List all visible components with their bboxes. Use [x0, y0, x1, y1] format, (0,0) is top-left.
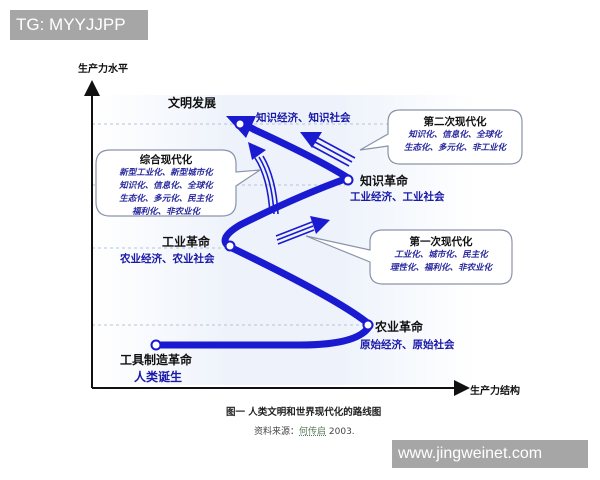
node-tool-revolution — [150, 339, 162, 351]
first-arrowhead — [310, 216, 330, 234]
bubble-second: 第二次现代化 知识化、信息化、全球化 生态化、多元化、非工业化 — [388, 114, 522, 155]
integrated-modernization-arrow — [254, 155, 279, 215]
agricultural-revolution-subtitle: 原始经济、原始社会 — [360, 339, 455, 351]
bubble-second-shape — [359, 109, 523, 165]
node-industrial-revolution — [224, 240, 236, 252]
figure-source: 资料来源：何传启 2003. — [254, 424, 355, 437]
bubble-first-line: 工业化、城市化、民主化 — [394, 250, 488, 260]
knowledge-revolution-title: 知识革命 — [360, 174, 409, 188]
agricultural-revolution-title: 农业革命 — [375, 320, 424, 334]
bubble-first-shape — [305, 229, 513, 285]
source-year: 2003. — [328, 427, 355, 437]
civilization-title: 文明发展 — [168, 96, 217, 110]
node-agricultural-revolution — [362, 319, 374, 331]
axes — [84, 80, 470, 396]
node-civilization — [234, 118, 246, 130]
watermark-top: TG: MYYJJPP — [10, 10, 148, 40]
figure-caption: 图一 人类文明和世界现代化的路线图 — [226, 407, 382, 418]
bubble-first: 第一次现代化 工业化、城市化、民主化 理性化、福利化、非农业化 — [370, 234, 512, 275]
bubble-first-line: 理性化、福利化、非农业化 — [389, 263, 492, 273]
bubble-integrated-line: 知识化、信息化、全球化 — [119, 181, 213, 191]
bubble-integrated-title: 综合现代化 — [139, 154, 193, 166]
bubble-integrated: 综合现代化 新型工业化、新型城市化 知识化、信息化、全球化 生态化、多元化、民主… — [96, 152, 236, 219]
bubble-integrated-line: 福利化、非农业化 — [131, 207, 200, 217]
industrial-revolution-title: 工业革命 — [162, 235, 211, 249]
second-arrowhead — [300, 132, 322, 148]
source-prefix: 资料来源： — [254, 427, 300, 437]
node-knowledge-revolution — [342, 174, 354, 186]
second-modernization-arrow — [311, 137, 356, 167]
bubble-second-line: 生态化、多元化、非工业化 — [403, 143, 506, 153]
industrial-revolution-subtitle: 农业经济、农业社会 — [120, 253, 215, 265]
first-modernization-arrow — [275, 221, 315, 245]
knowledge-revolution-subtitle: 工业经济、工业社会 — [350, 191, 445, 203]
civilization-subtitle: 知识经济、知识社会 — [256, 112, 351, 124]
y-axis-label: 生产力水平 — [78, 64, 128, 75]
bubble-first-title: 第一次现代化 — [409, 236, 473, 248]
tool-revolution-title: 工具制造革命 — [120, 353, 193, 367]
bubble-second-title: 第二次现代化 — [423, 116, 487, 128]
bubble-integrated-line: 生态化、多元化、民主化 — [119, 194, 213, 204]
source-author: 何传启 — [299, 427, 327, 437]
watermark-bottom: www.jingweinet.com — [392, 440, 588, 468]
bubble-integrated-line: 新型工业化、新型城市化 — [119, 168, 213, 178]
bubble-second-line: 知识化、信息化、全球化 — [408, 130, 502, 140]
integrated-arrowhead — [248, 142, 266, 160]
tool-revolution-subtitle: 人类诞生 — [134, 370, 183, 384]
x-axis-label: 生产力结构 — [470, 386, 520, 397]
bubble-integrated-shape — [95, 149, 261, 217]
